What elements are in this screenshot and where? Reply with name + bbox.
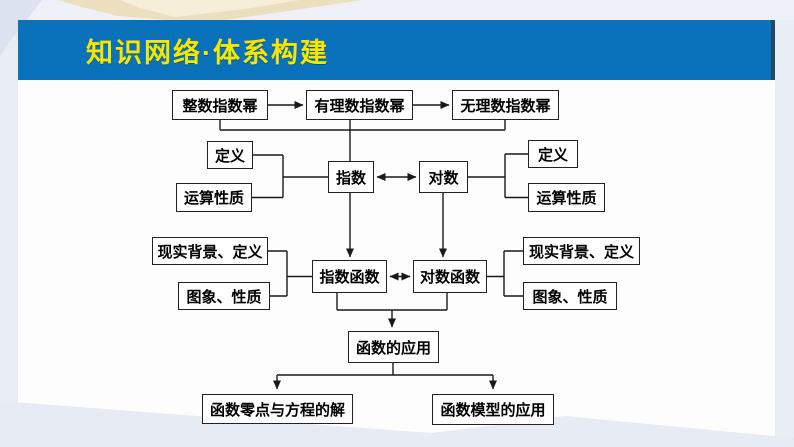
node-irrational-exponent: 无理数指数幂: [452, 90, 559, 120]
node-integer-exponent: 整数指数幂: [172, 90, 268, 120]
node-operation-properties-left: 运算性质: [176, 183, 252, 212]
header-banner: 知识网络·体系构建: [18, 20, 775, 80]
node-exponent: 指数: [328, 161, 374, 193]
bottom-deco-shape: [0, 401, 794, 447]
right-margin-strip: [775, 0, 794, 447]
left-margin-strip: [0, 0, 18, 447]
node-background-definition-right: 现实背景、定义: [523, 237, 640, 265]
beige-deco-highlight: [120, 0, 300, 17]
node-zeros-and-equations: 函数零点与方程的解: [202, 394, 353, 424]
node-function-application: 函数的应用: [348, 331, 439, 363]
node-function-models: 函数模型的应用: [432, 394, 554, 425]
node-logarithm: 对数: [419, 161, 468, 193]
node-exponential-function: 指数函数: [312, 260, 387, 293]
node-logarithmic-function: 对数函数: [413, 260, 487, 293]
page-title: 知识网络·体系构建: [86, 37, 329, 68]
node-operation-properties-right: 运算性质: [528, 183, 605, 212]
node-definition-right: 定义: [528, 140, 578, 168]
node-background-definition-left: 现实背景、定义: [152, 237, 268, 265]
node-graph-properties-left: 图象、性质: [178, 282, 270, 310]
node-rational-exponent: 有理数指数幂: [306, 90, 413, 120]
node-definition-left: 定义: [207, 141, 253, 169]
node-graph-properties-right: 图象、性质: [523, 282, 617, 310]
corner-deco-shape: [0, 0, 42, 56]
